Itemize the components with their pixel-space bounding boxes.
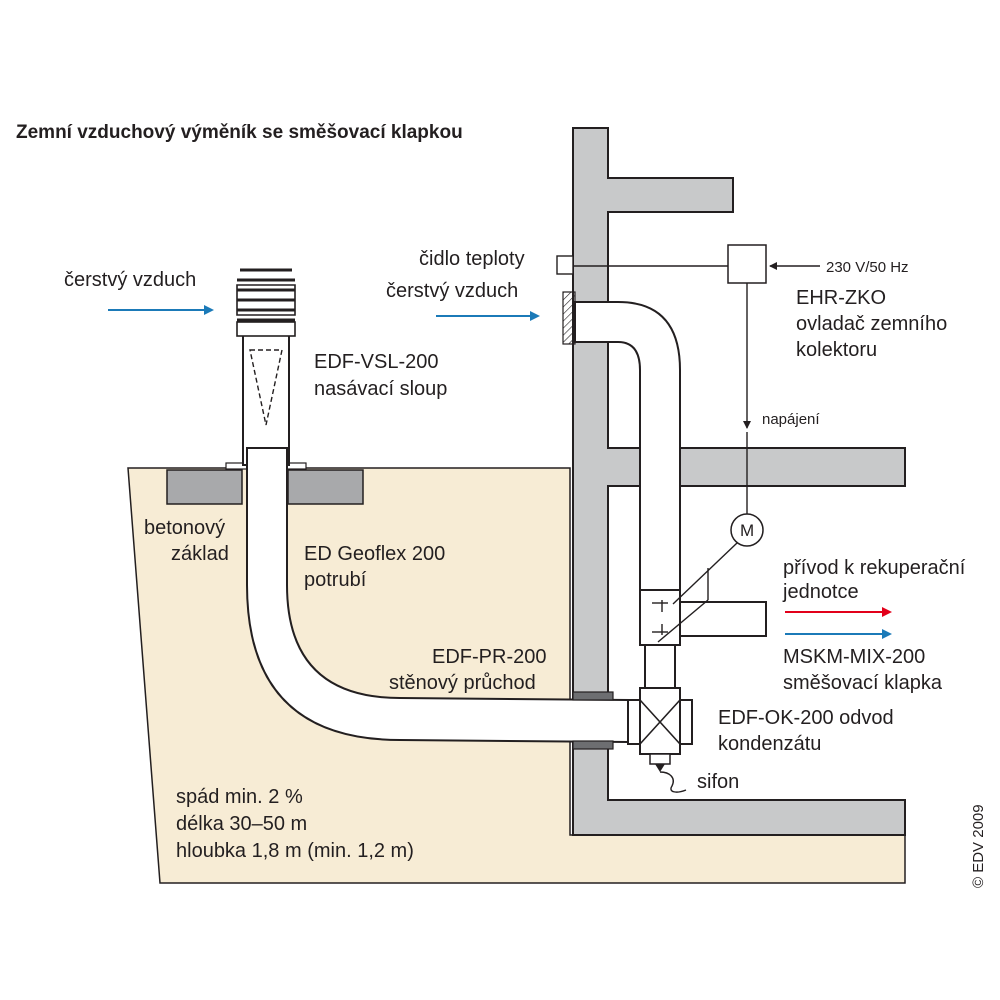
motor [730,513,764,547]
mskm-label-2: směšovací klapka [783,672,943,694]
intake-grille [562,291,576,345]
diagram-title: Zemní vzduchový výměník se směšovací kla… [16,122,463,143]
power-supply-label: 230 V/50 Hz [826,259,909,276]
geoflex-label-2: potrubí [304,569,367,591]
fresh-air-label-left: čerstvý vzduch [64,269,196,291]
motor-linkage-3 [657,599,709,643]
edf-pr-label-1: EDF-PR-200 [432,646,546,668]
motor-linkage-1 [672,542,738,605]
intake-column [236,268,296,466]
outlet-pipe [679,601,767,637]
sifon-label: sifon [697,771,739,793]
mixing-damper [639,589,681,646]
motor-label: M [740,521,754,540]
concrete-label-1: betonový [144,517,225,539]
temperature-sensor [556,255,574,275]
temp-sensor-label: čidlo teploty [419,248,525,270]
geoflex-label-1: ED Geoflex 200 [304,543,445,565]
condensate-cross [627,687,693,772]
edf-ok-label-1: EDF-OK-200 odvod [718,707,894,729]
prived-label-1: přívod k rekuperační [783,557,966,579]
concrete-base-left [166,469,243,505]
spad-label: spád min. 2 % [176,786,303,808]
napajeni-label: napájení [762,411,820,428]
delka-label: délka 30–50 m [176,813,307,835]
fresh-air-label-right: čerstvý vzduch [386,280,518,302]
prived-label-2: jednotce [782,581,859,603]
indoor-intake-pipe [574,301,681,591]
ehr-zko-controller [727,244,767,284]
ehr-zko-label-1: EHR-ZKO [796,287,886,309]
concrete-label-2: základ [171,543,229,565]
mskm-label-1: MSKM-MIX-200 [783,646,925,668]
edf-vsl-label-1: EDF-VSL-200 [314,351,439,373]
edf-pr-label-2: stěnový průchod [389,672,536,694]
ehr-zko-label-2: ovladač zemního [796,313,947,335]
hloubka-label: hloubka 1,8 m (min. 1,2 m) [176,840,414,862]
copyright-label: © EDV 2009 [970,804,987,888]
concrete-base-right [287,469,364,505]
edf-vsl-label-2: nasávací sloup [314,378,447,400]
siphon [659,771,687,793]
building-wall [572,127,906,836]
ehr-zko-label-3: kolektoru [796,339,877,361]
edf-ok-label-2: kondenzátu [718,733,821,755]
wall-passage-ring-bottom [572,740,614,750]
wall-passage-ring-top [572,691,614,701]
